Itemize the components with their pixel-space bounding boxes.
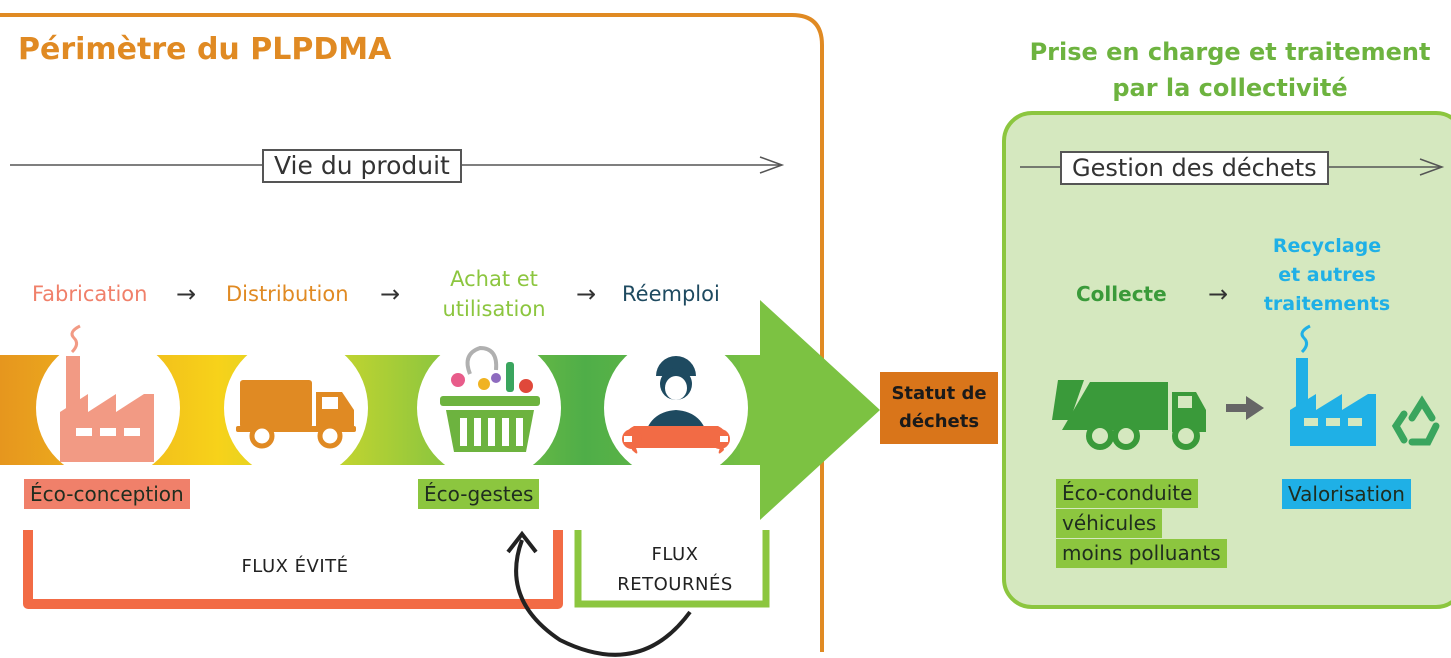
- flux-evite-label: FLUX ÉVITÉ: [241, 556, 349, 577]
- return-curve-arrow: [514, 539, 692, 657]
- stage-recyclage: Recyclage et autres traitements: [1262, 232, 1392, 319]
- flux-evite-bracket: [23, 530, 563, 609]
- vie-produit-label: Vie du produit: [262, 149, 462, 183]
- perimeter-title: Périmètre du PLPDMA: [18, 32, 392, 67]
- statut-box: [880, 372, 998, 444]
- arrow-collecte-recyclage: →: [1208, 280, 1229, 308]
- stage-fabrication: Fabrication: [32, 282, 148, 306]
- stage-recyclage-line3: traitements: [1263, 293, 1391, 315]
- garbage-truck-icon: [1052, 380, 1206, 450]
- collectivite-title-line2: par la collectivité: [1112, 74, 1348, 102]
- repairman-icon: [622, 356, 730, 454]
- flux-retournes-line2: RETOURNÉS: [617, 574, 733, 595]
- stage-recyclage-line2: et autres: [1278, 264, 1376, 286]
- arrow-fabrication-distribution: →: [176, 280, 197, 308]
- tag-eco-conduite-line2: véhicules: [1056, 509, 1163, 538]
- tag-eco-conduite-line3: moins polluants: [1056, 539, 1227, 568]
- gestion-arrowhead: [1419, 158, 1445, 176]
- stage-achat-line2: utilisation: [442, 297, 546, 321]
- tag-eco-gestes: Éco-gestes: [418, 479, 540, 509]
- basket-icon: [440, 345, 540, 452]
- stage-collecte: Collecte: [1076, 282, 1167, 306]
- tag-eco-conception: Éco-conception: [24, 479, 190, 509]
- statut-line1: Statut de: [891, 383, 987, 404]
- flux-retournes-bracket: [574, 530, 770, 608]
- stage-achat: Achat et utilisation: [440, 264, 548, 324]
- flux-retournes-label: FLUX RETOURNÉS: [590, 540, 760, 600]
- tag-valorisation: Valorisation: [1282, 479, 1411, 509]
- stage-reemploi: Réemploi: [622, 282, 720, 306]
- gestion-label: Gestion des déchets: [1060, 151, 1329, 185]
- recycle-icon: [1391, 395, 1440, 446]
- perimeter-frame: [0, 13, 824, 652]
- process-arrow-icon: [1226, 396, 1264, 420]
- factory-icon: [60, 324, 154, 462]
- tag-eco-conduite-line1: Éco-conduite: [1056, 479, 1199, 508]
- arrow-distribution-achat: →: [380, 280, 401, 308]
- statut-line2: déchets: [898, 411, 980, 432]
- return-curve-arrowhead: [506, 530, 538, 554]
- vie-produit-arrowhead: [759, 156, 785, 174]
- stage-recyclage-line1: Recyclage: [1272, 235, 1382, 257]
- factory-blue-icon: [1290, 324, 1376, 446]
- big-green-arrow: [760, 300, 880, 520]
- stage-achat-line1: Achat et: [450, 267, 538, 291]
- collectivite-title: Prise en charge et traitement par la col…: [1010, 34, 1450, 106]
- flux-retournes-line1: FLUX: [651, 544, 699, 565]
- stage-distribution: Distribution: [226, 282, 349, 306]
- truck-icon: [236, 380, 356, 449]
- arrow-achat-reemploi: →: [576, 280, 597, 308]
- statut-label: Statut de déchets: [880, 380, 998, 436]
- collectivite-title-line1: Prise en charge et traitement: [1029, 38, 1431, 66]
